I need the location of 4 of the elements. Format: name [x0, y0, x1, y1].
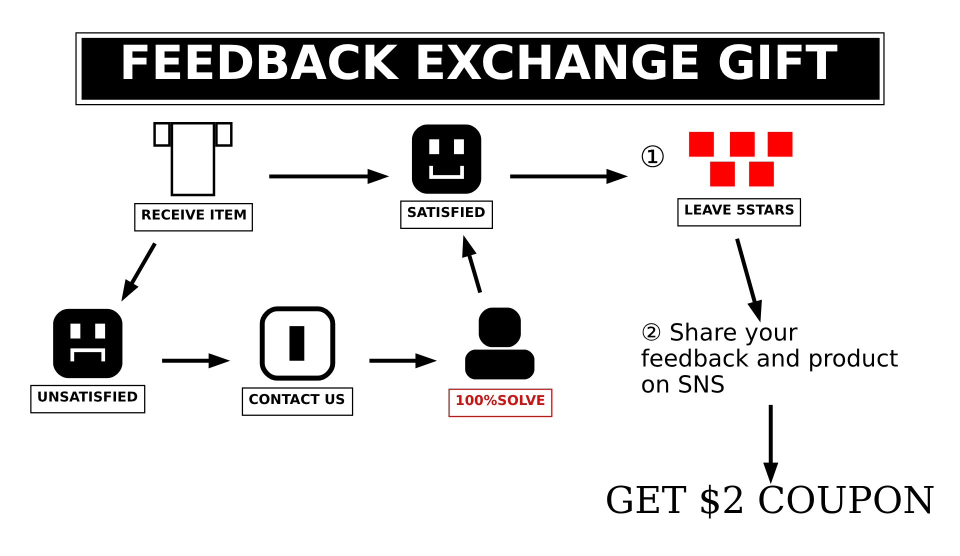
diagram-title: FEEDBACK EXCHANGE GIFT: [119, 36, 838, 91]
node-text: GET $2 COUPON: [604, 478, 936, 522]
node-text: ② Share your feedback and product on SNS: [640, 318, 898, 398]
node-label: ①: [640, 139, 667, 174]
